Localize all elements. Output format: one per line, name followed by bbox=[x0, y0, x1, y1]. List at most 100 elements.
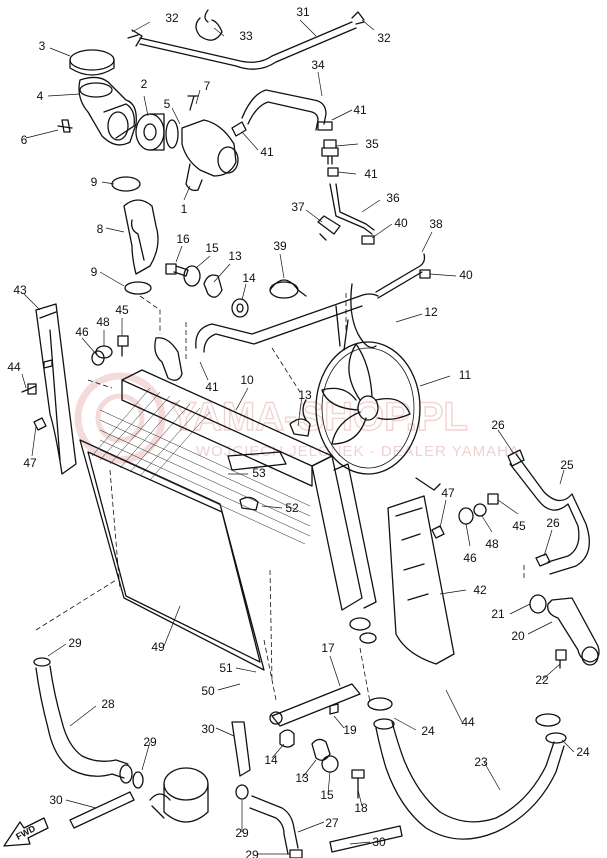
callout-53: 53 bbox=[252, 466, 266, 480]
callout-45: 45 bbox=[512, 519, 526, 533]
part-thermostat bbox=[135, 113, 179, 151]
watermark-logo-ring bbox=[95, 393, 145, 443]
part-hose-25 bbox=[507, 449, 590, 575]
dashed-assembly-lines bbox=[35, 290, 525, 703]
callout-3: 3 bbox=[39, 39, 46, 53]
callout-20: 20 bbox=[511, 629, 525, 643]
callout-27: 27 bbox=[325, 816, 339, 830]
callout-29: 29 bbox=[68, 636, 82, 650]
callout-28: 28 bbox=[101, 697, 115, 711]
callout-44: 44 bbox=[7, 360, 21, 374]
part-pipe-36 bbox=[317, 183, 375, 245]
part-hose-27 bbox=[249, 795, 303, 858]
callout-48: 48 bbox=[485, 537, 499, 551]
callout-1: 1 bbox=[181, 202, 188, 216]
part-bolt-grommet-set-upper bbox=[165, 263, 249, 318]
callout-50: 50 bbox=[201, 684, 215, 698]
callout-46: 46 bbox=[75, 325, 89, 339]
callout-9: 9 bbox=[91, 265, 98, 279]
part-bolts-collars-left bbox=[21, 335, 129, 431]
callout-39: 39 bbox=[273, 239, 287, 253]
callout-29: 29 bbox=[245, 848, 259, 858]
callout-37: 37 bbox=[291, 200, 305, 214]
callout-32: 32 bbox=[377, 31, 391, 45]
callout-49: 49 bbox=[151, 640, 165, 654]
callout-44: 44 bbox=[461, 715, 475, 729]
part-radiator-cap-and-filler bbox=[57, 49, 137, 146]
callout-12: 12 bbox=[424, 305, 438, 319]
callout-30: 30 bbox=[372, 835, 386, 849]
callout-46: 46 bbox=[463, 551, 477, 565]
part-clamp-39 bbox=[269, 279, 307, 299]
part-fan-11 bbox=[289, 305, 441, 491]
part-bracket-17 bbox=[269, 683, 361, 727]
callout-23: 23 bbox=[474, 755, 488, 769]
callout-labels: 32 31 32 33 3 34 4 2 7 5 41 6 41 35 41 9… bbox=[7, 5, 590, 858]
callout-22: 22 bbox=[535, 673, 549, 687]
callout-18: 18 bbox=[354, 801, 368, 815]
callout-32: 32 bbox=[165, 11, 179, 25]
part-hose-38 bbox=[195, 253, 431, 353]
callout-6: 6 bbox=[21, 133, 28, 147]
callout-36: 36 bbox=[386, 191, 400, 205]
callout-43: 43 bbox=[13, 283, 27, 297]
callout-31: 31 bbox=[296, 5, 310, 19]
part-bolts-collars-right bbox=[431, 493, 499, 539]
callout-5: 5 bbox=[164, 97, 171, 111]
callout-2: 2 bbox=[141, 77, 148, 91]
callout-41: 41 bbox=[260, 145, 274, 159]
callout-14: 14 bbox=[242, 271, 256, 285]
callout-48: 48 bbox=[96, 315, 110, 329]
part-water-pump bbox=[149, 767, 249, 823]
part-pipe-20 bbox=[529, 594, 600, 669]
callout-41: 41 bbox=[364, 167, 378, 181]
callout-8: 8 bbox=[97, 222, 104, 236]
callout-13: 13 bbox=[298, 388, 312, 402]
part-pipe-31 bbox=[127, 9, 365, 70]
callout-13: 13 bbox=[228, 249, 242, 263]
callout-35: 35 bbox=[365, 137, 379, 151]
callout-21: 21 bbox=[491, 607, 505, 621]
callout-45: 45 bbox=[115, 303, 129, 317]
callout-29: 29 bbox=[235, 826, 249, 840]
leader-lines bbox=[21, 19, 575, 855]
callout-16: 16 bbox=[176, 232, 190, 246]
callout-7: 7 bbox=[204, 79, 211, 93]
part-hose-23 bbox=[367, 697, 567, 840]
callout-11: 11 bbox=[459, 368, 472, 382]
part-hose-28 bbox=[33, 657, 144, 789]
callout-41: 41 bbox=[353, 103, 367, 117]
callout-29: 29 bbox=[143, 735, 157, 749]
part-hose-34 bbox=[231, 89, 333, 137]
callout-9: 9 bbox=[91, 175, 98, 189]
callout-40: 40 bbox=[459, 268, 473, 282]
callout-15: 15 bbox=[205, 241, 219, 255]
callout-41: 41 bbox=[205, 380, 219, 394]
callout-25: 25 bbox=[560, 458, 574, 472]
fwd-arrow-marker: FWD bbox=[3, 817, 49, 847]
part-side-cover-43 bbox=[35, 303, 77, 475]
callout-52: 52 bbox=[285, 501, 299, 515]
callout-42: 42 bbox=[473, 583, 487, 597]
callout-24: 24 bbox=[576, 745, 590, 759]
callout-13: 13 bbox=[295, 771, 309, 785]
callout-30: 30 bbox=[49, 793, 63, 807]
callout-34: 34 bbox=[311, 58, 325, 72]
callout-15: 15 bbox=[320, 788, 334, 802]
callout-47: 47 bbox=[441, 486, 455, 500]
callout-26: 26 bbox=[546, 516, 560, 530]
part-fan-shroud-42 bbox=[387, 495, 455, 665]
part-radiator-core-49 bbox=[79, 387, 311, 681]
callout-33: 33 bbox=[239, 29, 253, 43]
callout-24: 24 bbox=[421, 724, 435, 738]
part-bracket-30 bbox=[69, 721, 403, 853]
callout-26: 26 bbox=[491, 418, 505, 432]
part-union-35 bbox=[321, 139, 339, 177]
callout-40: 40 bbox=[394, 216, 408, 230]
callout-38: 38 bbox=[429, 217, 443, 231]
callout-10: 10 bbox=[240, 373, 254, 387]
callout-17: 17 bbox=[321, 641, 335, 655]
callout-47: 47 bbox=[23, 456, 37, 470]
callout-4: 4 bbox=[37, 89, 44, 103]
